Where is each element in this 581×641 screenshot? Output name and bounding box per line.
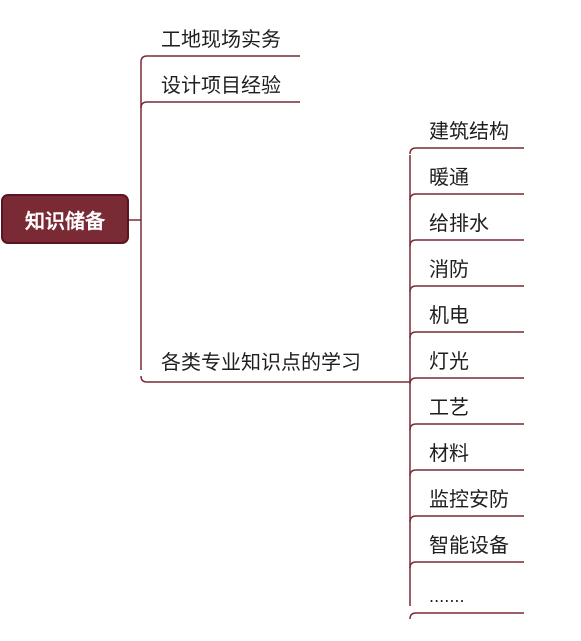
subtopic-line <box>409 377 524 385</box>
root-label: 知识储备 <box>25 208 105 233</box>
subtopic-line <box>409 285 524 293</box>
subtopic-label-4[interactable]: 消防 <box>429 257 469 281</box>
branch-line-2 <box>140 101 300 109</box>
branch-label-2[interactable]: 设计项目经验 <box>161 73 281 97</box>
subtopic-label-3[interactable]: 给排水 <box>429 211 489 235</box>
subtopic-label-9[interactable]: 监控安防 <box>429 487 509 511</box>
subtopic-line <box>409 561 524 569</box>
subtopic-label-10[interactable]: 智能设备 <box>429 533 509 557</box>
subtopic-line <box>409 239 524 247</box>
branch-line-3 <box>140 375 398 383</box>
subtopic-label-5[interactable]: 机电 <box>429 303 469 327</box>
subtopic-label-7[interactable]: 工艺 <box>429 395 469 419</box>
root-node[interactable]: 知识储备 <box>1 194 129 244</box>
subtopic-label-1[interactable]: 建筑结构 <box>429 119 509 143</box>
subtopic-line <box>409 193 524 201</box>
branch-label-1[interactable]: 工地现场实务 <box>161 27 281 51</box>
subtopic-line <box>409 612 524 620</box>
branch-label-3[interactable]: 各类专业知识点的学习 <box>161 350 361 374</box>
subtopic-line <box>409 469 524 477</box>
subtopic-line <box>409 331 524 339</box>
subtopic-label-11[interactable]: ....... <box>429 587 465 606</box>
subtopic-label-2[interactable]: 暖通 <box>429 165 469 189</box>
branch-line-1 <box>140 55 300 63</box>
subtopic-label-8[interactable]: 材料 <box>429 441 469 465</box>
subtopic-label-6[interactable]: 灯光 <box>429 349 469 373</box>
subtopic-line <box>409 147 524 155</box>
subtopic-line <box>409 423 524 431</box>
subtopic-line <box>409 515 524 523</box>
